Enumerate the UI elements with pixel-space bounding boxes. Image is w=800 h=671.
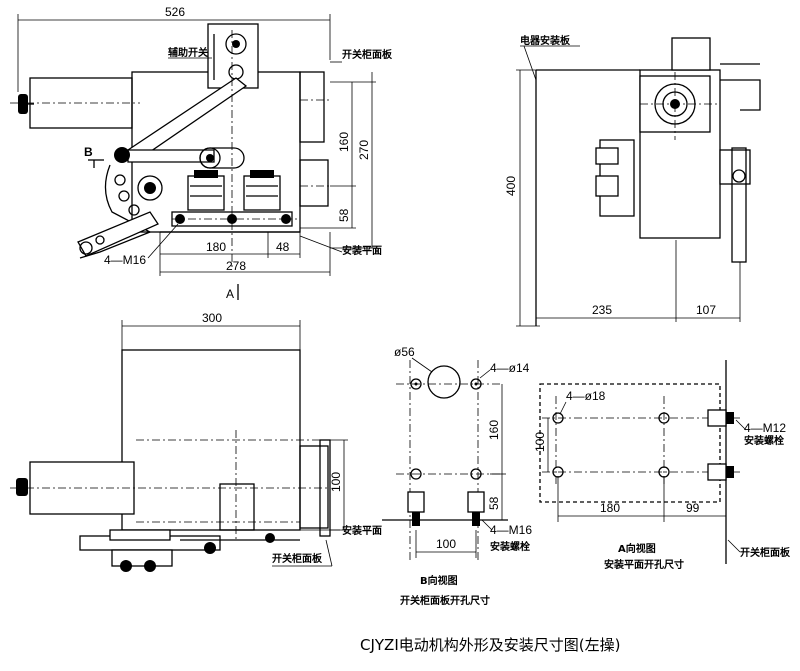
dim-400: 400 xyxy=(504,176,518,196)
b-dim-58: 58 xyxy=(487,496,501,510)
dim-300: 300 xyxy=(202,311,222,325)
dim-160: 160 xyxy=(337,132,351,152)
a-dim-100: 100 xyxy=(533,432,547,452)
a-label-bolt: 安装螺栓 xyxy=(744,434,784,447)
a-label-panel: 开关柜面板 xyxy=(740,546,791,559)
dim-107: 107 xyxy=(696,303,716,317)
b-label-m16: 4—M16 xyxy=(490,523,532,537)
label-mount-plane: 安装平面 xyxy=(342,244,382,257)
a-dim-99: 99 xyxy=(686,501,700,515)
b-view: ø56 4—ø14 160 58 100 4—M16 安装螺栓 . B向视图 开… xyxy=(382,345,532,607)
label-top-mount-plane: 安装平面 xyxy=(342,524,382,537)
b-dim-d56: ø56 xyxy=(394,345,415,359)
label-panel: 开关柜面板 xyxy=(342,48,393,61)
motor-knob xyxy=(18,94,28,114)
dim-58: 58 xyxy=(337,208,351,222)
label-elec-mount: 电器安装板 xyxy=(520,34,571,47)
label-m16: 4—M16 xyxy=(104,253,146,267)
dim-180: 180 xyxy=(206,240,226,254)
a-dim-180: 180 xyxy=(600,501,620,515)
b-view-sub: 开关柜面板开孔尺寸 xyxy=(400,594,490,607)
dim-526: 526 xyxy=(165,5,185,19)
a-label-m12: 4—M12 xyxy=(744,421,786,435)
label-b: B xyxy=(84,145,93,159)
label-top-panel: 开关柜面板 xyxy=(272,552,323,565)
b-dim-d14: 4—ø14 xyxy=(490,361,530,375)
top-view: 300 100 安装平面 开关柜面板 xyxy=(10,311,382,572)
label-aux-switch: 辅助开关 xyxy=(168,46,208,59)
b-view-name: B向视图 xyxy=(420,574,458,587)
a-view-sub: 安装平面开孔尺寸 xyxy=(604,558,684,571)
a-view: 4—ø18 100 180 99 4—M12 安装螺栓 开关柜面板 A向视图 安… xyxy=(533,360,791,571)
dim-48: 48 xyxy=(276,240,290,254)
a-view-name: A向视图 xyxy=(618,542,656,555)
dim-100-top: 100 xyxy=(329,472,343,492)
drawing-title: CJYZⅠ电动机构外形及安装尺寸图(左操) xyxy=(360,636,620,654)
side-view: 400 235 107 电器安装板 xyxy=(504,34,761,327)
front-view: 526 xyxy=(10,5,393,301)
a-dim-d18: 4—ø18 xyxy=(566,389,606,403)
dim-235: 235 xyxy=(592,303,612,317)
b-dim-100: 100 xyxy=(436,537,456,551)
label-a: A xyxy=(226,287,234,301)
dim-278: 278 xyxy=(226,259,246,273)
b-dim-160: 160 xyxy=(487,420,501,440)
dim-270: 270 xyxy=(357,140,371,160)
b-label-bolt: 安装螺栓 xyxy=(490,540,530,553)
